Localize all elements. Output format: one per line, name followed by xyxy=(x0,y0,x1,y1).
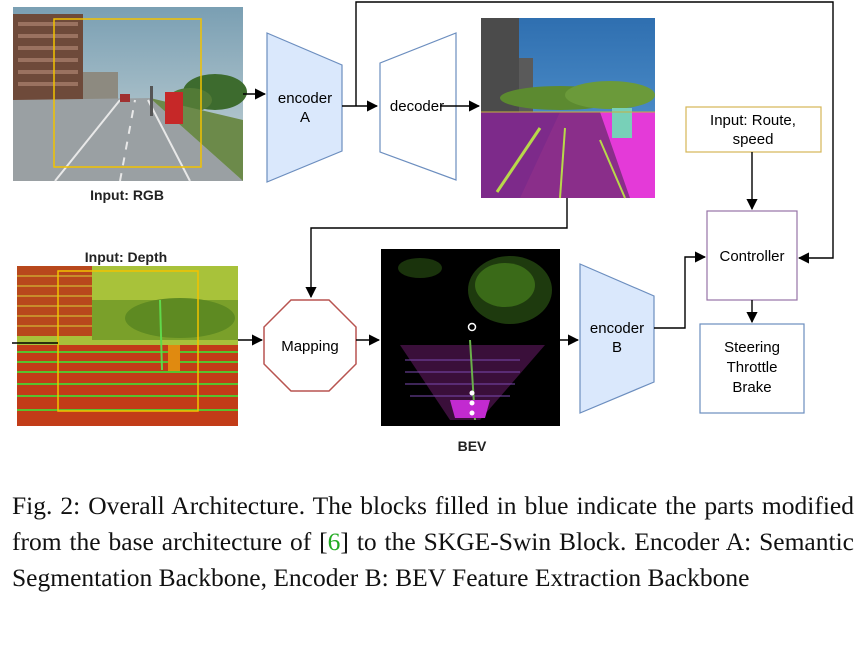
caption-ref-open: [ xyxy=(319,527,328,556)
input-depth-label: Input: Depth xyxy=(85,249,167,265)
output-brake-label: Brake xyxy=(732,379,771,396)
mapping-label: Mapping xyxy=(281,338,339,355)
route-speed-label-1: Input: Route, xyxy=(710,112,796,129)
caption-reference-link[interactable]: 6 xyxy=(327,527,341,556)
caption-ref-close: ] xyxy=(340,527,349,556)
output-steering-label: Steering xyxy=(724,339,780,356)
encoder-a-label-1: encoder xyxy=(278,90,332,107)
decoder-block xyxy=(379,32,457,181)
encoder-a-block xyxy=(266,32,343,183)
route-speed-label-2: speed xyxy=(733,131,774,148)
controller-label: Controller xyxy=(719,248,784,265)
depth-input-image xyxy=(17,266,238,426)
encoder-b-label-1: encoder xyxy=(590,320,644,337)
edge-encoder-a-controller xyxy=(355,1,834,264)
connectors xyxy=(12,1,834,346)
bev-image xyxy=(381,249,560,426)
edge-encoder-b-controller xyxy=(654,251,707,329)
route-speed-box xyxy=(685,106,822,153)
decoder-label: decoder xyxy=(390,98,444,115)
edge-segmentation-mapping xyxy=(305,198,568,299)
caption-text-after: to the SKGE-Swin Block. Encoder A: Seman… xyxy=(12,527,854,592)
encoder-b-label-2: B xyxy=(612,339,622,356)
rgb-input-image xyxy=(13,7,247,182)
bev-label: BEV xyxy=(458,438,487,454)
controller-box xyxy=(706,210,798,301)
figure-caption: Fig. 2: Overall Architecture. The blocks… xyxy=(12,488,854,596)
mapping-block xyxy=(263,299,357,392)
output-controls-box xyxy=(699,323,805,414)
caption-text-before: Fig. 2: Overall Architecture. The blocks… xyxy=(12,491,854,556)
encoder-b-block xyxy=(579,263,655,414)
output-throttle-label: Throttle xyxy=(727,359,778,376)
input-rgb-label: Input: RGB xyxy=(90,187,164,203)
architecture-diagram: Input: RGB Input: Depth xyxy=(12,1,834,454)
encoder-a-label-2: A xyxy=(300,109,310,126)
segmentation-image xyxy=(481,18,655,199)
